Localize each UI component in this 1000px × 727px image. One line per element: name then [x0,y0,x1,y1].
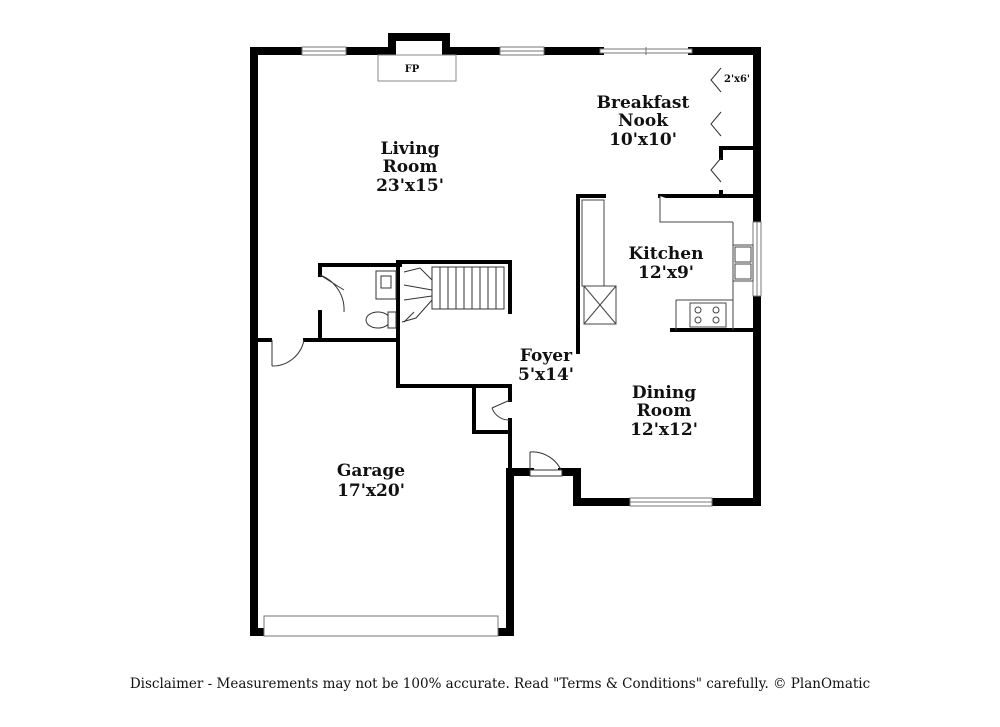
windows [263,46,762,637]
living-room-size: 23'x15' [376,176,444,196]
closet-size-label: 2'x6' [724,74,750,85]
garage-name: Garage [337,461,405,481]
room-label-foyer: Foyer 5'x14' [518,346,574,385]
dining-room-name-line2: Room [637,401,692,421]
breakfast-nook-name-line2: Nook [618,111,669,131]
fireplace: FP [377,54,457,82]
room-label-dining: Dining Room 12'x12' [630,383,698,440]
kitchen-fixtures [581,196,754,330]
powder-room-fixtures [365,270,397,329]
staircase [401,266,505,323]
room-label-living: Living Room 23'x15' [376,139,444,196]
room-label-breakfast: Breakfast Nook 10'x10' [597,93,690,150]
breakfast-nook-size: 10'x10' [609,130,677,150]
kitchen-size: 12'x9' [638,263,694,283]
kitchen-name: Kitchen [629,244,704,264]
dining-room-name-line1: Dining [632,383,696,403]
interior-walls [258,146,759,474]
room-label-kitchen: Kitchen 12'x9' [629,244,704,283]
living-room-name-line1: Living [381,139,440,159]
room-label-garage: Garage 17'x20' [337,461,405,501]
fireplace-label: FP [405,64,420,75]
garage-size: 17'x20' [337,481,405,501]
breakfast-nook-name-line1: Breakfast [597,93,690,113]
dining-room-size: 12'x12' [630,420,698,440]
living-room-name-line2: Room [383,157,438,177]
exterior-walls [250,33,761,636]
doors [271,67,722,477]
disclaimer-text: Disclaimer - Measurements may not be 100… [129,676,871,692]
foyer-name: Foyer [520,346,573,366]
foyer-size: 5'x14' [518,365,574,385]
